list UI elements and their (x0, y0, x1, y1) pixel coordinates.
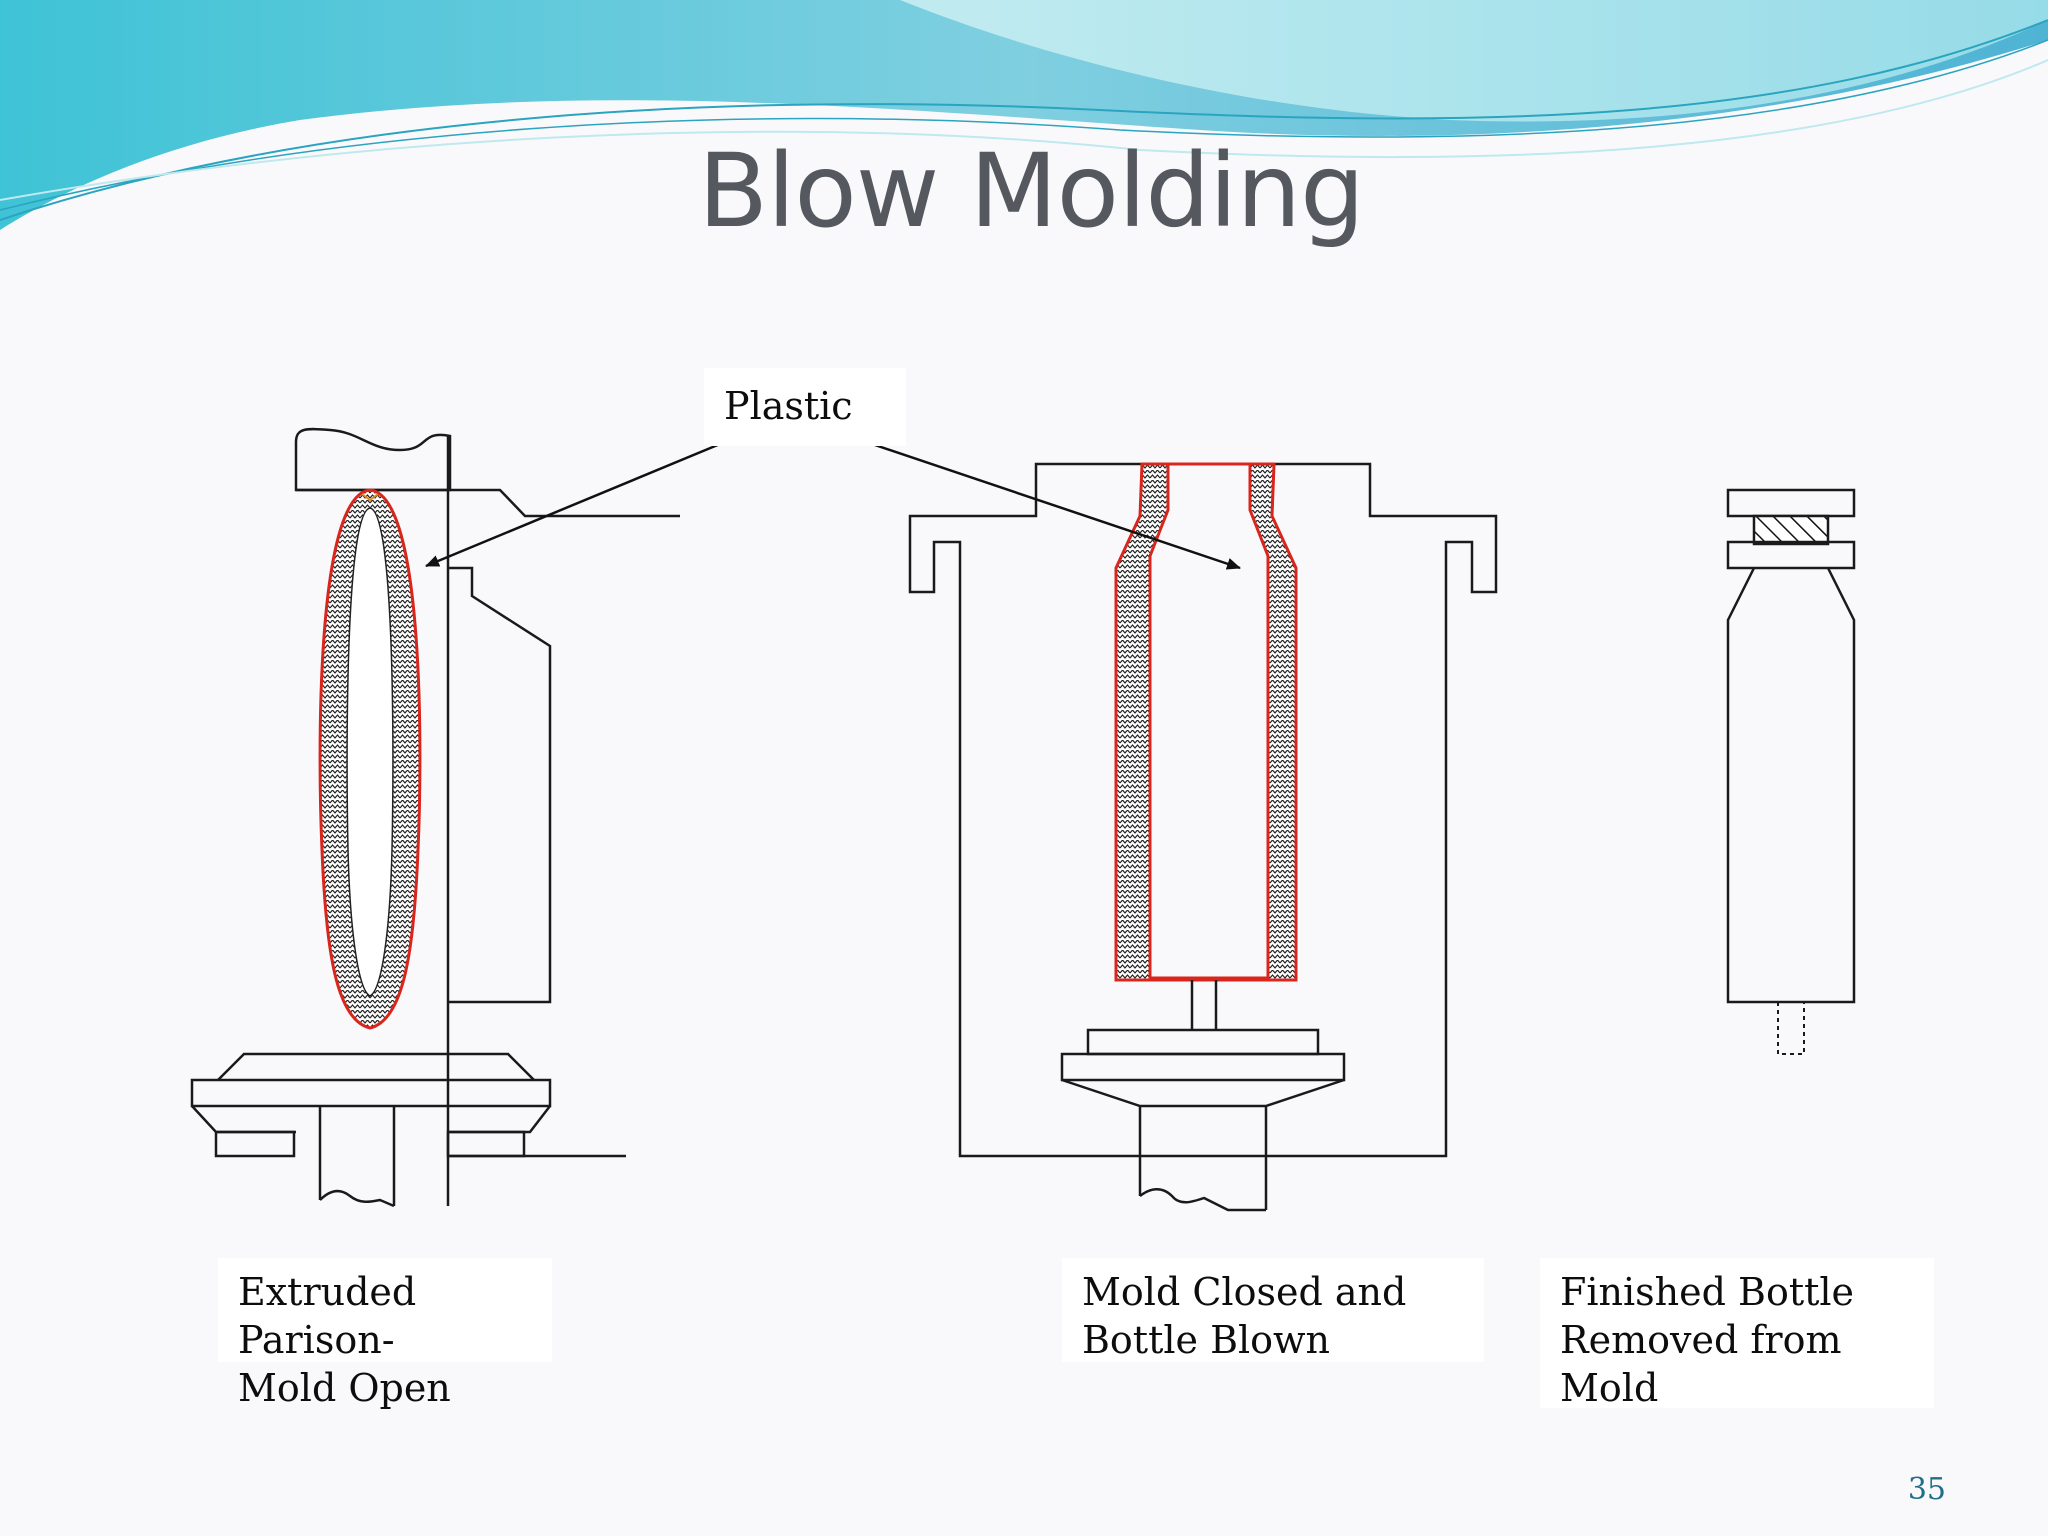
page-number: 35 (1907, 1472, 1946, 1507)
arrow-to-bottle (871, 442, 1241, 570)
finished-bottle (1726, 567, 1856, 1004)
plastic-label-text: Plastic (724, 384, 853, 428)
stage-3-line-2: Removed from (1560, 1318, 1842, 1362)
plastic-label: Plastic (704, 368, 906, 446)
mold-outer (908, 462, 1498, 1158)
stage-1-line-2: Parison- (238, 1318, 395, 1362)
plastic-callout-arrows (425, 442, 1241, 570)
blow-pin-base (217, 1052, 535, 1081)
stage-3-line-1: Finished Bottle (1560, 1270, 1854, 1314)
stage-1-parison-diagram (190, 427, 680, 1208)
extruder-head (294, 427, 452, 492)
stage-1-line-3: Mold Open (238, 1366, 451, 1410)
bottle-cap (1726, 488, 1856, 518)
stage-3-caption: Finished Bottle Removed from Mold (1540, 1258, 1934, 1410)
stage-2-mold-diagram (908, 462, 1498, 1212)
stage-1-line-1: Extruded (238, 1270, 417, 1314)
arrow-to-parison (425, 442, 721, 568)
stage-3-bottle-diagram (1726, 488, 1856, 1055)
wave-header (0, 0, 2048, 230)
stage-1-caption: Extruded Parison- Mold Open (218, 1258, 552, 1410)
mold-half-right (448, 566, 552, 1004)
stage-2-caption: Mold Closed and Bottle Blown (1062, 1258, 1484, 1362)
stage-2-line-1: Mold Closed and (1082, 1270, 1407, 1314)
blown-bottle (1114, 462, 1298, 982)
stage-2-line-2: Bottle Blown (1082, 1318, 1331, 1362)
stage-3-line-3: Mold (1560, 1366, 1659, 1410)
slide-title: Blow Molding (698, 132, 1365, 251)
bottle-thread (1752, 514, 1830, 546)
